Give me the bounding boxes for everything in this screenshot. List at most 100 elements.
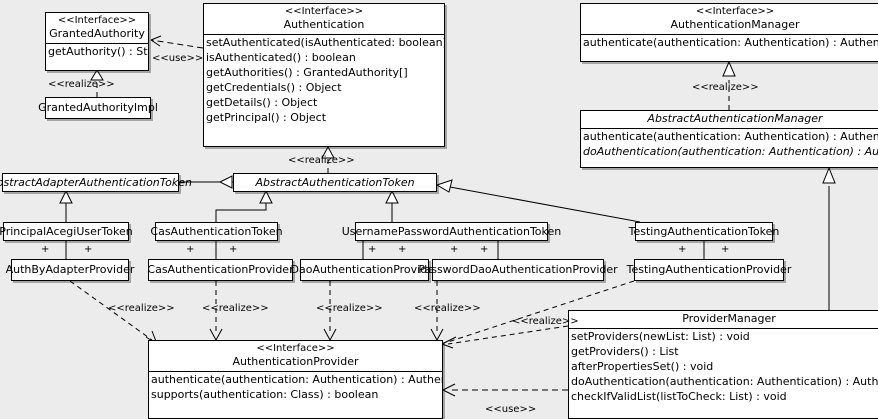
- class-username-password-authentication-token[interactable]: UsernamePasswordAuthenticationToken: [342, 222, 561, 241]
- class-name: AuthByAdapterProvider: [5, 263, 135, 276]
- edge-generalize-testing-token: [449, 186, 641, 223]
- stereotype-label: <<Interface>>: [256, 343, 335, 354]
- multiplicity-marker: +: [721, 244, 730, 255]
- edge-realize-authbyadapter: [69, 280, 153, 341]
- class-name: AbstractAdapterAuthenticationToken: [0, 175, 192, 189]
- class-name: PrincipalAcegiUserToken: [0, 224, 133, 238]
- edge-label-realize-providermanager: <<realize>>: [512, 316, 579, 327]
- class-header: <<Interface>> GrantedAuthority: [46, 13, 148, 43]
- operation-row: setAuthenticated(isAuthenticated: boolea…: [206, 36, 444, 49]
- operations-compartment: authenticate(authentication: Authenticat…: [581, 129, 878, 159]
- edge-generalize-cas-token: [215, 203, 267, 222]
- class-header: AbstractAuthenticationManager: [581, 111, 878, 128]
- operation-row: authenticate(authentication: Authenticat…: [151, 373, 442, 386]
- class-granted-authority-impl[interactable]: GrantedAuthorityImpl: [38, 97, 158, 119]
- class-principal-acegi-user-token[interactable]: PrincipalAcegiUserToken: [0, 222, 133, 241]
- operation-row: getDetails() : Object: [206, 96, 318, 109]
- edge-label-realize-grantedauthorityimpl: <<realize>>: [48, 79, 115, 90]
- class-name: TestingAuthenticationToken: [628, 224, 780, 238]
- operation-row: afterPropertiesSet() : void: [571, 360, 714, 373]
- operation-row: setProviders(newList: List) : void: [571, 330, 750, 343]
- class-abstract-adapter-authentication-token[interactable]: AbstractAdapterAuthenticationToken: [0, 173, 192, 192]
- operation-row: getCredentials() : Object: [206, 81, 342, 94]
- class-cas-authentication-provider[interactable]: CasAuthenticationProvider: [147, 259, 294, 281]
- edge-label-use-providermanager: <<use>>: [485, 404, 537, 415]
- edge-use-authentication-grantedauthority: [150, 39, 204, 49]
- edge-realize-providermanager: [447, 325, 569, 345]
- class-name: TestingAuthenticationProvider: [626, 263, 792, 276]
- class-testing-authentication-provider[interactable]: TestingAuthenticationProvider: [627, 259, 791, 281]
- edge-label-realize-cas: <<realize>>: [202, 303, 269, 314]
- class-name: AuthenticationManager: [670, 18, 800, 31]
- class-auth-by-adapter-provider[interactable]: AuthByAdapterProvider: [6, 259, 134, 281]
- class-authentication-manager[interactable]: <<Interface>> AuthenticationManager auth…: [580, 3, 878, 62]
- compartment-divider: [581, 128, 878, 129]
- edge-label-realize-authentication-token: <<realize>>: [288, 155, 355, 166]
- multiplicity-marker: +: [229, 244, 238, 255]
- operations-compartment: authenticate(authentication: Authenticat…: [581, 35, 878, 50]
- operations-compartment: setProviders(newList: List) : void getPr…: [569, 329, 878, 404]
- class-header: <<Interface>> Authentication: [204, 4, 444, 34]
- class-name: CasAuthenticationToken: [150, 224, 283, 238]
- class-name: CasAuthenticationProvider: [147, 263, 294, 276]
- operation-row: authenticate(authentication: Authenticat…: [583, 36, 878, 49]
- stereotype-label: <<Interface>>: [695, 6, 775, 17]
- edge-label-use-authentication-grantedauthority: <<use>>: [152, 53, 204, 64]
- operations-compartment: setAuthenticated(isAuthenticated: boolea…: [204, 35, 444, 125]
- class-name: ProviderManager: [682, 312, 776, 325]
- operation-row: getAuthorities() : GrantedAuthority[]: [206, 66, 408, 79]
- class-name: AuthenticationProvider: [232, 355, 359, 368]
- class-provider-manager[interactable]: ProviderManager setProviders(newList: Li…: [568, 310, 878, 419]
- edge-label-realize-passworddao: <<realize>>: [414, 303, 481, 314]
- compartment-divider: [149, 371, 442, 372]
- class-password-dao-authentication-provider[interactable]: PasswordDaoAuthenticationProvider: [418, 259, 618, 281]
- class-name: Authentication: [283, 18, 365, 31]
- multiplicity-marker: +: [41, 244, 50, 255]
- multiplicity-marker: +: [186, 244, 195, 255]
- edge-realize-testing-provider: [447, 280, 635, 343]
- compartment-divider: [581, 34, 878, 35]
- operation-row: getAuthority() : String: [48, 45, 148, 58]
- class-name: PasswordDaoAuthenticationProvider: [418, 263, 618, 276]
- class-name: DaoAuthenticationProvider: [290, 263, 439, 276]
- class-cas-authentication-token[interactable]: CasAuthenticationToken: [150, 222, 283, 241]
- class-abstract-authentication-token[interactable]: AbstractAuthenticationToken: [233, 173, 437, 192]
- operation-row: getProviders() : List: [571, 345, 679, 358]
- class-abstract-authentication-manager[interactable]: AbstractAuthenticationManager authentica…: [580, 110, 878, 168]
- class-testing-authentication-token[interactable]: TestingAuthenticationToken: [629, 222, 779, 241]
- edge-label-realize-authenticationmanager: <<realize>>: [692, 82, 759, 93]
- class-header: <<Interface>> AuthenticationManager: [581, 4, 878, 34]
- edge-label-realize-authbyadapter: <<realize>>: [108, 303, 175, 314]
- operation-row: getPrincipal() : Object: [206, 111, 327, 124]
- operation-row: supports(authentication: Class) : boolea…: [151, 388, 379, 401]
- multiplicity-marker: +: [398, 244, 407, 255]
- multiplicity-marker: +: [678, 244, 687, 255]
- class-header: ProviderManager: [569, 311, 878, 328]
- operations-compartment: authenticate(authentication: Authenticat…: [149, 372, 442, 402]
- class-name: UsernamePasswordAuthenticationToken: [341, 224, 562, 238]
- compartment-divider: [569, 328, 878, 329]
- class-authentication-provider[interactable]: <<Interface>> AuthenticationProvider aut…: [148, 340, 443, 419]
- class-name: AbstractAuthenticationToken: [255, 175, 415, 189]
- compartment-divider: [204, 34, 444, 35]
- class-granted-authority[interactable]: <<Interface>> GrantedAuthority getAuthor…: [45, 12, 149, 71]
- multiplicity-marker: +: [480, 244, 489, 255]
- operation-row: isAuthenticated() : boolean: [206, 51, 356, 64]
- multiplicity-marker: +: [368, 244, 377, 255]
- operation-row: doAuthentication(authentication: Authent…: [571, 375, 878, 388]
- operation-row: doAuthentication(authentication: Authent…: [583, 145, 878, 158]
- operation-row: checkIfValidList(listToCheck: List) : vo…: [571, 390, 787, 403]
- operations-compartment: getAuthority() : String: [46, 44, 148, 59]
- class-dao-authentication-provider[interactable]: DaoAuthenticationProvider: [291, 259, 439, 281]
- operation-row: authenticate(authentication: Authenticat…: [583, 130, 878, 143]
- class-header: <<Interface>> AuthenticationProvider: [149, 341, 442, 371]
- stereotype-label: <<Interface>>: [284, 6, 364, 17]
- class-name: GrantedAuthorityImpl: [38, 101, 158, 114]
- class-authentication[interactable]: <<Interface>> Authentication setAuthenti…: [203, 3, 445, 147]
- multiplicity-marker: +: [450, 244, 459, 255]
- class-name: GrantedAuthority: [49, 27, 145, 40]
- edge-label-realize-dao: <<realize>>: [316, 303, 383, 314]
- stereotype-label: <<Interface>>: [57, 15, 137, 26]
